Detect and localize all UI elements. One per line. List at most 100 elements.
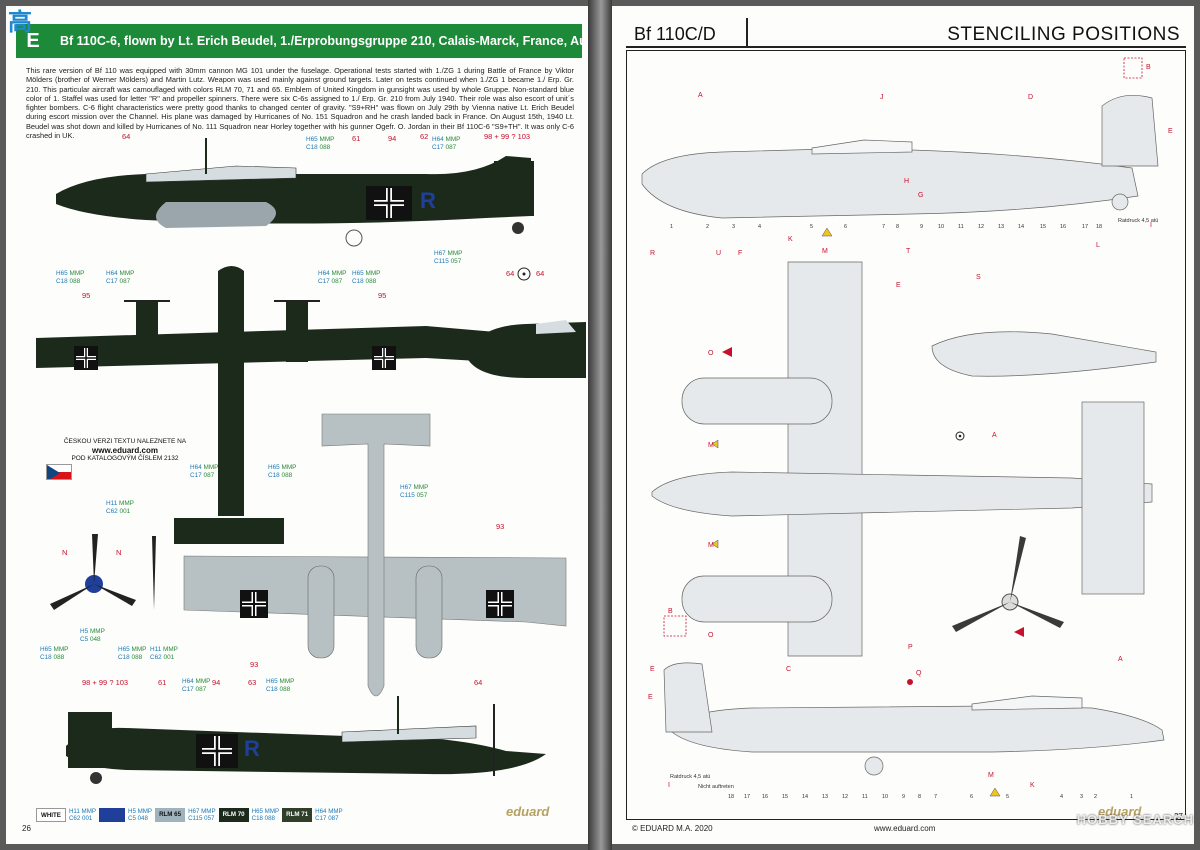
stencil-o-bottom: O: [708, 632, 714, 639]
stencil-h: H: [904, 178, 910, 185]
stencil-s: S: [976, 274, 981, 281]
stencil-b-bottom: B: [668, 608, 673, 615]
frame-number-13: 13: [998, 224, 1005, 230]
footer-url: www.eduard.com: [874, 824, 936, 833]
callout-93-bottom: 93: [250, 660, 259, 669]
stencil-m-bottom: M: [988, 772, 994, 779]
frame-number-14: 14: [1018, 224, 1025, 230]
callout-94-top: 94: [388, 134, 397, 143]
page-number-right: 27: [1174, 812, 1183, 821]
frame-number-8: 8: [896, 224, 900, 230]
frame-number-b9: 9: [902, 794, 906, 800]
frame-number-b18: 18: [728, 794, 735, 800]
frame-number-b4: 4: [1060, 794, 1064, 800]
propeller-detail: [50, 534, 156, 610]
stencil-d: D: [1028, 94, 1034, 101]
czech-flag-icon: [46, 464, 72, 480]
stencil-e-bottom: E: [648, 694, 653, 701]
tail-fin-bottom: [663, 662, 713, 733]
stencil-u: U: [716, 250, 722, 257]
stencil-a-bottom: A: [1118, 656, 1123, 663]
stencil-title-bar: Bf 110C/D STENCILING POSITIONS: [626, 18, 1186, 48]
side-profile-bottom: [66, 696, 546, 784]
eduard-logo-right: eduard: [1098, 804, 1142, 819]
profile-title: Bf 110C-6, flown by Lt. Erich Beudel, 1.…: [16, 24, 582, 58]
site-logo-glyph: 高: [8, 9, 32, 36]
stencil-l: L: [1096, 242, 1100, 249]
frame-number-b10: 10: [882, 794, 889, 800]
plan-view-top: [36, 266, 566, 544]
stencil-i-top: I: [1150, 222, 1152, 229]
plan-view-bottom: [183, 413, 567, 697]
callout-61-top: 61: [352, 134, 361, 143]
stencil-i-bottom: I: [668, 782, 670, 789]
stencil-r: R: [650, 250, 656, 257]
callout-95-right: 95: [378, 291, 387, 300]
stencil-m-top: M: [822, 248, 828, 255]
callout-64-nose-left: 64: [506, 269, 515, 278]
callout-n-left: N: [62, 548, 68, 557]
nose-detail: [466, 267, 586, 378]
frame-number-b2: 2: [1094, 794, 1098, 800]
side-profile-top: [56, 138, 534, 247]
frame-number-10: 10: [938, 224, 945, 230]
watermark: HOBBY SEARCH: [1076, 812, 1194, 827]
callout-64-bottom: 64: [474, 678, 483, 687]
stencil-j: J: [880, 94, 884, 101]
callout-61-bottom: 61: [158, 678, 167, 687]
book-spine: [588, 0, 612, 850]
copyright: © EDUARD M.A. 2020: [632, 824, 713, 833]
callout-64-top: 64: [122, 132, 131, 141]
page-number-left: 26: [22, 824, 31, 833]
callout-63-bottom: 63: [248, 678, 257, 687]
side-profile-bottom-r: [671, 705, 1165, 753]
frame-number-15: 15: [1040, 224, 1047, 230]
side-profile-top-r: [641, 147, 1139, 219]
callout-62-top: 62: [420, 132, 429, 141]
right-page: Bf 110C/D STENCILING POSITIONS: [612, 6, 1194, 844]
stencil-b-top: B: [1146, 64, 1151, 71]
stencil-e-top: E: [1168, 128, 1173, 135]
stencil-tyre-pressure-bottom: Ratdruck 4,5 atü: [670, 774, 711, 780]
fuselage-code-bottom: R: [244, 736, 260, 761]
stencil-e-wing: E: [896, 282, 901, 289]
stencil-m-left: M: [708, 442, 714, 449]
frame-number-b16: 16: [762, 794, 769, 800]
callout-98-top: 98 + 99 ? 103: [484, 132, 531, 141]
stencil-c: C: [786, 666, 792, 673]
stencil-a-top: A: [698, 92, 703, 99]
wing-left: [787, 261, 863, 477]
legend-blue: H5 MMP C5 048: [98, 806, 155, 824]
stencil-frame: [626, 50, 1186, 820]
frame-number-1: 1: [670, 224, 674, 230]
frame-number-16: 16: [1060, 224, 1067, 230]
left-page: Bf 110C-6, flown by Lt. Erich Beudel, 1.…: [6, 6, 588, 844]
stencil-f: F: [738, 250, 743, 257]
frame-number-b12: 12: [842, 794, 849, 800]
stencil-o-top: O: [708, 350, 714, 357]
fuselage-code-top: R: [420, 188, 436, 213]
callout-64-nose-right: 64: [536, 269, 545, 278]
frame-number-6: 6: [844, 224, 848, 230]
callout-93-right: 93: [496, 522, 505, 531]
frame-number-12: 12: [978, 224, 985, 230]
stencil-tyre-pressure-top: Ratdruck 4,5 atü: [1118, 218, 1159, 224]
canopy-detail: [931, 331, 1157, 377]
frame-number-17: 17: [1082, 224, 1089, 230]
frame-number-11: 11: [958, 224, 964, 230]
